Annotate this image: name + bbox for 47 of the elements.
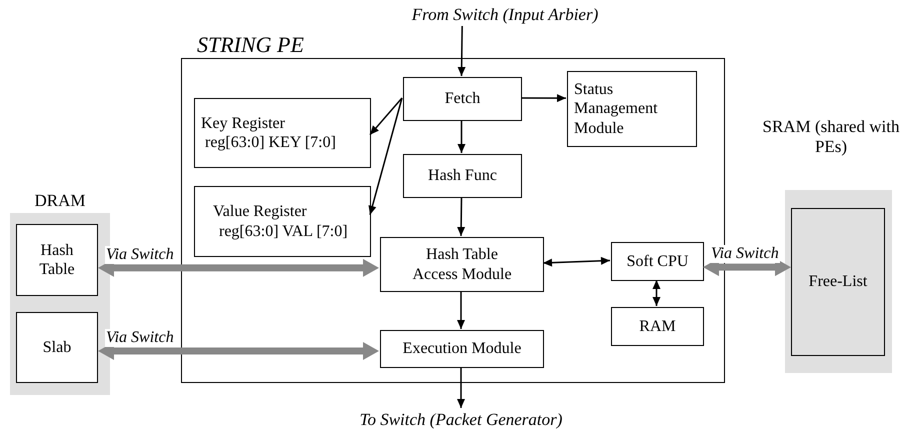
arrow bbox=[542, 256, 610, 267]
module-box bbox=[16, 312, 98, 383]
edge-label: Via Switch bbox=[105, 246, 175, 264]
bus-arrow bbox=[703, 258, 791, 276]
module-box bbox=[194, 98, 371, 168]
bus-arrow bbox=[98, 342, 379, 360]
arrow bbox=[458, 120, 466, 153]
arrow bbox=[457, 367, 465, 408]
group-heading: STRING PE bbox=[197, 32, 305, 58]
module-name: Hash Table bbox=[38, 240, 76, 280]
arrow bbox=[652, 280, 660, 306]
flow-label: From Switch (Input Arbier) bbox=[412, 4, 598, 26]
group-heading: SRAM (shared with PEs) bbox=[762, 117, 900, 158]
group-heading: DRAM bbox=[33, 191, 86, 212]
arrow bbox=[457, 291, 465, 329]
module-box bbox=[403, 154, 522, 198]
module-name: Free-List bbox=[808, 272, 868, 292]
register-fields: reg[63:0] KEY [7:0] bbox=[201, 133, 336, 152]
module-name: Hash Table Access Module bbox=[411, 245, 513, 284]
module-box bbox=[611, 242, 704, 281]
register-name: Key Register bbox=[201, 114, 285, 133]
module-name: Fetch bbox=[444, 89, 480, 109]
module-name: Status Management Module bbox=[574, 80, 659, 138]
edge-label: Via Switch bbox=[105, 329, 175, 348]
arrow bbox=[457, 196, 466, 236]
memory-box bbox=[791, 208, 885, 356]
arrow bbox=[458, 26, 466, 76]
register-fields: reg[63:0] VAL [7:0] bbox=[201, 222, 348, 241]
module-name: Slab bbox=[42, 338, 72, 358]
register-name: Value Register bbox=[212, 202, 307, 222]
arrow bbox=[369, 98, 403, 136]
module-box bbox=[380, 237, 544, 292]
flow-label: To Switch (Packet Generator) bbox=[360, 410, 562, 430]
module-box bbox=[194, 186, 371, 257]
module-name: RAM bbox=[639, 316, 676, 336]
module-box bbox=[16, 224, 98, 296]
module-box bbox=[380, 330, 544, 368]
bus-arrow bbox=[98, 258, 379, 277]
module-box bbox=[403, 77, 522, 121]
arrow bbox=[368, 98, 403, 216]
module-name: Soft CPU bbox=[626, 252, 688, 272]
module-name: Hash Func bbox=[428, 166, 497, 186]
module-name: Execution Module bbox=[402, 339, 522, 359]
edge-label: Via Switch bbox=[710, 245, 780, 264]
arrow bbox=[521, 94, 566, 102]
module-box bbox=[567, 71, 697, 147]
module-box bbox=[611, 307, 704, 346]
